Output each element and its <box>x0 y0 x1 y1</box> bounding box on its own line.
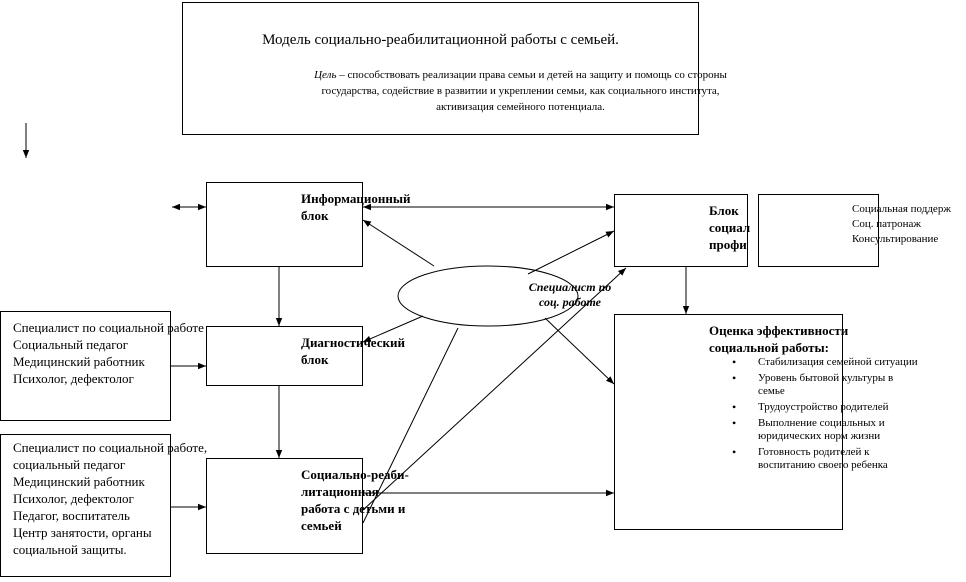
rehab-block-label: Социально-реаби- литационная работа с де… <box>301 467 409 533</box>
arrow-specialist-to-diagnostic <box>362 315 424 343</box>
evaluation-item: Стабилизация семейной ситуации <box>732 356 922 369</box>
evaluation-item: Уровень бытовой культуры в семье <box>732 372 922 398</box>
arrow-specialist-to-info <box>362 219 435 267</box>
profile-items-list: Социальная поддерж Соц. патронаж Консуль… <box>852 202 966 252</box>
specialist-ellipse <box>397 265 579 327</box>
evaluation-list: Стабилизация семейной ситуации Уровень б… <box>732 356 922 475</box>
specialist-label: Специалист по соц. работе <box>528 280 612 309</box>
goal-line-1: – способствовать реализации права семьи … <box>336 69 727 81</box>
profile-item: Социальная поддерж <box>852 203 951 215</box>
goal-line-3: активизация семейного потенциала. <box>436 101 605 113</box>
diagnostic-block-box <box>206 326 363 386</box>
left-box-1-text: Специалист по социальной работе Социальн… <box>13 320 204 386</box>
profile-block-box <box>614 194 748 267</box>
rehab-block-box <box>206 458 363 554</box>
profile-items-box <box>758 194 879 267</box>
left-box-2-text: Специалист по социальной работе, социаль… <box>13 440 208 557</box>
left-box-2 <box>0 434 171 577</box>
evaluation-item: Готовность родителей к воспитанию своего… <box>732 446 922 472</box>
profile-block-label: Блок социал профи <box>709 203 751 252</box>
goal-label: Цель <box>314 69 337 81</box>
profile-item: Соц. патронаж <box>852 218 922 230</box>
evaluation-item: Выполнение социальных и юридических норм… <box>732 417 922 443</box>
profile-item: Консультирование <box>852 233 939 245</box>
page-title: Модель социально-реабилитационной работы… <box>262 32 619 48</box>
evaluation-title: Оценка эффективности социальной работы: <box>709 323 849 355</box>
arrow-specialist-to-profile <box>527 230 615 275</box>
arrow-specialist-to-evaluation <box>544 317 615 385</box>
evaluation-item: Трудоустройство родителей <box>732 401 922 414</box>
info-block-box <box>206 182 363 267</box>
diagnostic-block-label: Диагностический блок <box>301 335 405 367</box>
title-box <box>182 2 699 135</box>
left-box-1 <box>0 311 171 421</box>
arrow-rehab-to-profile <box>362 267 627 511</box>
goal-text: Цель – способствовать реализации права с… <box>262 67 779 115</box>
line-specialist-to-rehab <box>362 327 459 524</box>
info-block-label: Информационный блок <box>301 191 411 223</box>
goal-line-2: государства, содействие в развитии и укр… <box>321 85 720 97</box>
